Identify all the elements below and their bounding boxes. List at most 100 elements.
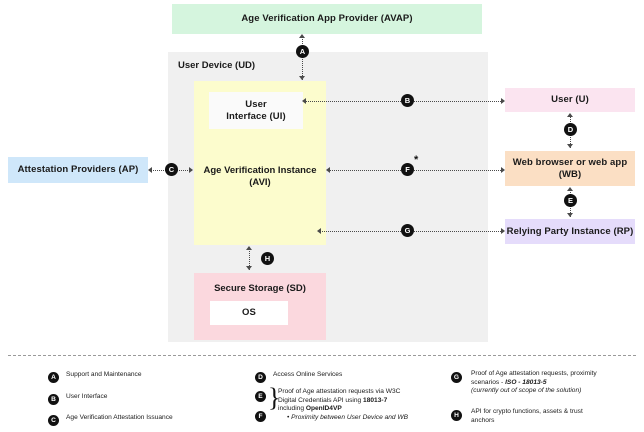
legend-h-line2: anchors	[471, 416, 495, 424]
ui-label-line1: User	[245, 98, 267, 110]
marker-a[interactable]: A	[296, 45, 309, 58]
legend-ef-bullet: • Proximity between User Device and WB	[287, 413, 409, 421]
legend-item-c[interactable]: C Age Verification Attestation Issuance	[48, 414, 173, 426]
connector-e-arrow-up	[567, 187, 573, 191]
legend-ef-line1: Proof of Age attestation requests via W3…	[278, 388, 401, 395]
marker-b-label: B	[404, 96, 411, 105]
legend-ef-bullet-text: Proximity between User Device and WB	[291, 413, 409, 421]
legend-item-d[interactable]: D Access Online Services	[255, 371, 342, 383]
legend-ef-line3: including OpenID4VP	[278, 405, 443, 414]
connector-g-arrow-left	[317, 228, 321, 234]
box-rp-label: Relying Party Instance (RP)	[506, 225, 634, 237]
marker-h[interactable]: H	[261, 252, 274, 265]
legend-ef-line2-pre: Digital Credentials API using	[278, 396, 364, 404]
legend-ef-line3-pre: including	[278, 405, 306, 413]
marker-f-label: F	[405, 165, 410, 174]
legend-ef-line2-bold: 18013-7	[363, 396, 388, 404]
connector-f-arrow-right	[501, 167, 505, 173]
marker-f-asterisk: *	[414, 154, 419, 166]
legend-h-line1: API for crypto functions, assets & trust	[471, 408, 583, 415]
connector-e-arrow-down	[567, 213, 573, 217]
legend-marker-h-label: H	[454, 411, 459, 419]
legend-marker-c: C	[48, 414, 59, 426]
legend-divider	[8, 355, 636, 356]
box-user-label: User (U)	[551, 94, 589, 105]
connector-b-arrow-left	[302, 98, 306, 104]
connector-h-arrow-up	[246, 246, 252, 250]
box-os[interactable]: OS	[210, 301, 288, 325]
legend-text-g: Proof of Age attestation requests, proxi…	[471, 370, 641, 396]
legend-marker-f: F	[255, 410, 266, 422]
box-ap-label: Attestation Providers (AP)	[17, 164, 139, 175]
legend-g-line2: scenarios - ISO - 18013-5	[471, 379, 641, 388]
box-attestation-providers[interactable]: Attestation Providers (AP)	[8, 157, 148, 183]
connector-h-arrow-down	[246, 266, 252, 270]
box-web-browser[interactable]: Web browser or web app (WB)	[505, 151, 635, 186]
box-wb-label: Web browser or web app (WB)	[513, 157, 627, 181]
legend-ef-line3-bold: OpenID4VP	[305, 405, 342, 413]
marker-e-label: E	[567, 196, 573, 205]
marker-a-label: A	[299, 47, 306, 56]
wb-label-line2: (WB)	[558, 168, 582, 180]
legend-marker-d-label: D	[258, 373, 263, 381]
wb-label-line1: Web browser or web app	[512, 156, 628, 168]
legend-text-h: API for crypto functions, assets & trust…	[471, 408, 641, 425]
box-user-device-label: User Device (UD)	[178, 60, 256, 71]
legend-item-b[interactable]: B User Interface	[48, 393, 107, 405]
legend-marker-a: A	[48, 371, 59, 383]
connector-a-arrow-down	[299, 76, 305, 80]
legend-marker-e: E	[255, 390, 266, 402]
box-user[interactable]: User (U)	[505, 88, 635, 112]
marker-h-label: H	[264, 254, 271, 263]
legend-marker-g-label: G	[453, 373, 460, 381]
box-avap[interactable]: Age Verification App Provider (AVAP)	[172, 4, 482, 34]
marker-e[interactable]: E	[564, 194, 577, 207]
connector-f-line	[329, 170, 503, 171]
box-avi-label: Age Verification Instance (AVI)	[194, 165, 326, 189]
legend-g-line3-em: (currently out of scope of the solution)	[471, 387, 582, 395]
marker-b[interactable]: B	[401, 94, 414, 107]
box-relying-party[interactable]: Relying Party Instance (RP)	[505, 219, 635, 244]
legend-text-a: Support and Maintenance	[66, 371, 142, 378]
connector-f-arrow-left	[326, 167, 330, 173]
legend-text-ef: Proof of Age attestation requests via W3…	[278, 388, 443, 422]
legend-marker-c-label: C	[51, 416, 56, 424]
box-user-interface[interactable]: User Interface (UI)	[209, 92, 303, 129]
marker-d-label: D	[567, 125, 574, 134]
legend-ef-line2: Digital Credentials API using 18013-7	[278, 397, 443, 406]
marker-g-label: G	[404, 226, 411, 235]
legend-text-c: Age Verification Attestation Issuance	[66, 414, 173, 421]
connector-c-arrow-right	[189, 167, 193, 173]
marker-d[interactable]: D	[564, 123, 577, 136]
marker-c[interactable]: C	[165, 163, 178, 176]
marker-f[interactable]: F	[401, 163, 414, 176]
legend-item-a[interactable]: A Support and Maintenance	[48, 371, 142, 383]
marker-c-label: C	[168, 165, 175, 174]
connector-d-arrow-up	[567, 113, 573, 117]
box-ui-label: User Interface (UI)	[226, 99, 285, 123]
legend-marker-a-label: A	[51, 373, 56, 381]
marker-g[interactable]: G	[401, 224, 414, 237]
box-avap-label: Age Verification App Provider (AVAP)	[241, 13, 413, 24]
legend-marker-h: H	[451, 409, 462, 421]
legend-g-line1: Proof of Age attestation requests, proxi…	[471, 370, 597, 377]
legend-brace-ef: }	[268, 383, 281, 412]
connector-a-line	[302, 36, 303, 80]
legend-text-d: Access Online Services	[273, 371, 343, 378]
connector-g-arrow-right	[501, 228, 505, 234]
legend-text-b: User Interface	[66, 393, 108, 400]
legend-marker-f-label: F	[258, 412, 263, 420]
connector-d-arrow-down	[567, 144, 573, 148]
box-os-label: OS	[242, 307, 256, 318]
avi-label-line1: Age Verification Instance	[203, 165, 317, 176]
legend-g-line2-em: ISO - 18013-5	[505, 378, 547, 386]
connector-c-arrow-left	[148, 167, 152, 173]
connector-h-line	[249, 248, 250, 270]
legend-marker-g: G	[451, 371, 462, 383]
box-secure-storage-label: Secure Storage (SD)	[214, 283, 306, 294]
legend-marker-d: D	[255, 371, 266, 383]
avi-label-line2: (AVI)	[249, 177, 271, 188]
legend-g-line2-pre: scenarios -	[471, 378, 506, 386]
legend-marker-b: B	[48, 393, 59, 405]
